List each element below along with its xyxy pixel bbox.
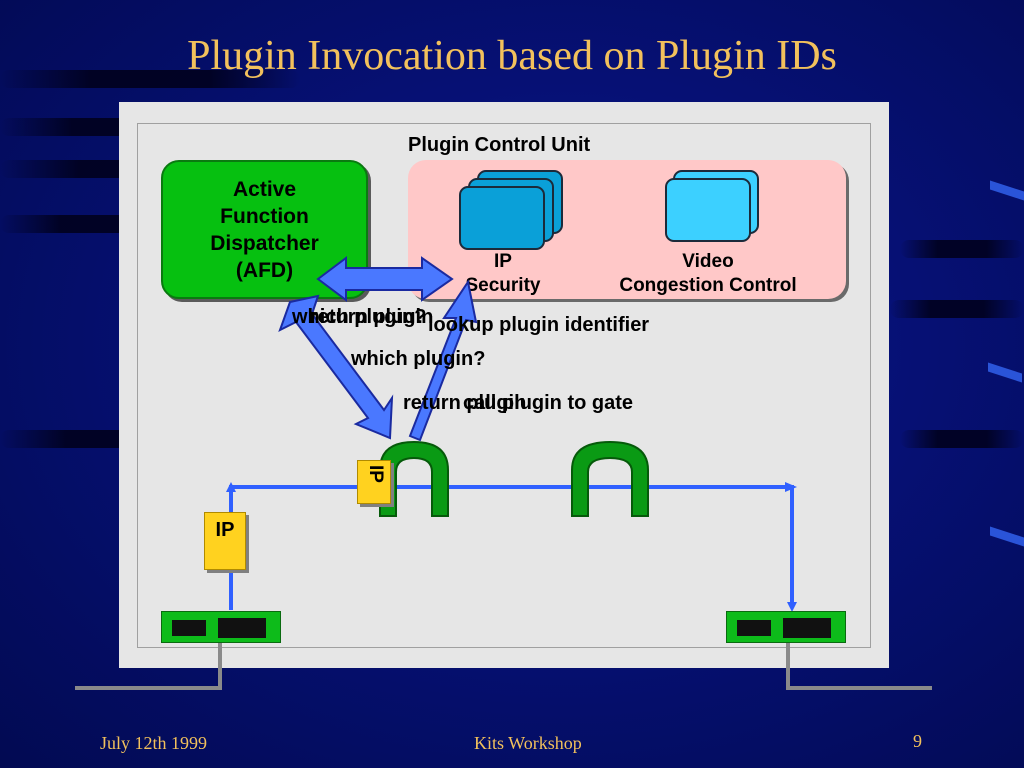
background-streak — [0, 70, 300, 88]
afd-label-line: (AFD) — [235, 259, 294, 282]
gate-icon — [379, 440, 449, 517]
footer-event: Kits Workshop — [474, 733, 582, 753]
annotation-call-plugin: call plugin to gate — [463, 392, 634, 414]
network-cable — [786, 643, 932, 690]
plugin-label-line: IP — [494, 251, 512, 272]
plugin-label-line: Video — [682, 251, 734, 272]
ip-tag-label: IP — [365, 465, 386, 483]
annotation-which-plugin-mid: which plugin? — [351, 348, 486, 370]
background-streak — [900, 430, 1024, 448]
background-streak — [900, 240, 1024, 258]
afd-label-line: Active — [232, 178, 297, 201]
ip-packet-tag-rotated: IP — [357, 460, 391, 504]
plugin-label-line: Congestion Control — [619, 275, 797, 296]
pcu-label: Plugin Control Unit — [408, 134, 591, 156]
afd-label-line: Dispatcher — [210, 232, 319, 255]
network-interface-card — [161, 611, 281, 643]
footer-date: July 12th 1999 — [100, 733, 208, 753]
network-cable — [75, 643, 222, 690]
gate-icon — [571, 440, 649, 517]
slide-title: Plugin Invocation based on Plugin IDs — [187, 33, 837, 79]
footer-page-number: 9 — [913, 731, 922, 751]
video-plugin-card — [665, 178, 751, 242]
annotation-return-plugin: return plugin — [310, 306, 434, 328]
background-streak — [890, 300, 1024, 318]
path-arrowhead — [785, 482, 797, 492]
ip-security-plugin-card — [459, 186, 545, 250]
plugin-label-line: Security — [465, 275, 541, 296]
network-interface-card — [726, 611, 846, 643]
ip-packet-tag: IP — [204, 512, 246, 570]
ip-security-label: IP Security — [440, 250, 566, 298]
packet-path — [229, 485, 794, 610]
annotation-which-plugin: which plugin? — [292, 306, 427, 328]
video-congestion-label: Video Congestion Control — [598, 250, 818, 298]
afd-pcu-double-arrow — [316, 256, 454, 302]
annotation-return-plugin-low: return plugin — [403, 392, 527, 414]
gate-pcu-arrow — [408, 279, 478, 442]
path-arrowhead — [226, 482, 236, 492]
path-arrowhead — [787, 602, 797, 612]
afd-gate-arrow — [278, 294, 394, 440]
diagram-frame — [137, 123, 871, 648]
afd-label-line: Function — [220, 205, 309, 228]
annotation-lookup: lookup plugin identifier — [428, 314, 650, 336]
